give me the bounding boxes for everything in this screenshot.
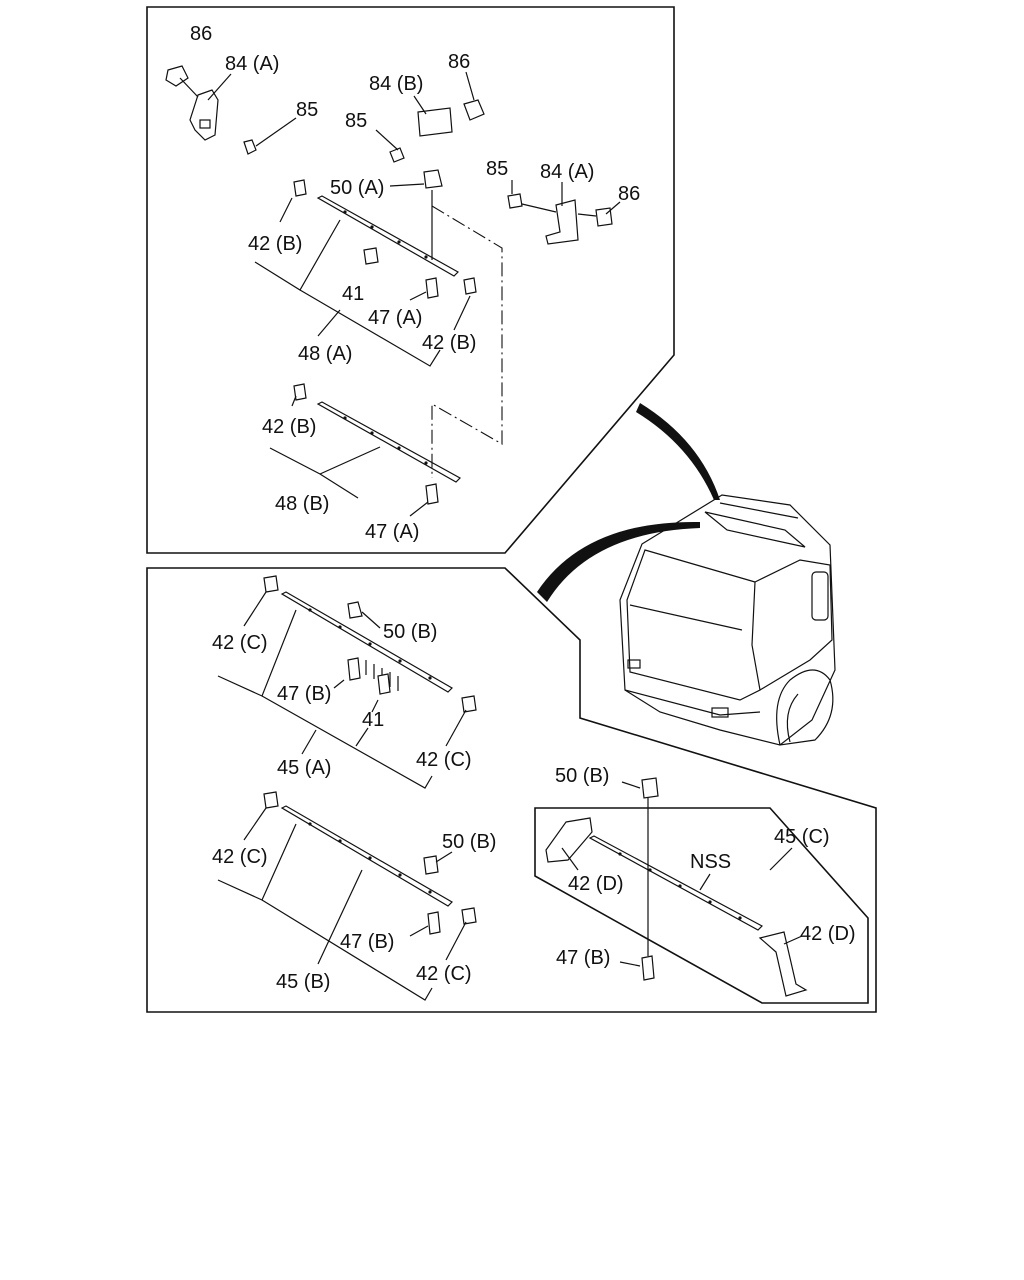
upper-panel-frame: [146, 6, 675, 554]
screw-47a-lower: [425, 483, 439, 505]
label-85-top-left: 85: [296, 99, 318, 121]
label-nss: NSS: [690, 851, 731, 873]
label-84a-right: 84 (A): [540, 161, 594, 183]
lower-panel-frame: [146, 567, 877, 1013]
clip-50b-c: [641, 777, 659, 799]
clip-50a: [423, 169, 443, 189]
bracket-42d-left: [545, 817, 593, 863]
screw-47b-c: [641, 955, 655, 981]
rail-48a: [316, 195, 459, 277]
screw-85-right: [507, 193, 523, 209]
bracket-42d-right: [758, 931, 808, 997]
clip-42c-a-left: [263, 575, 279, 593]
label-42b-lower: 42 (B): [262, 416, 316, 438]
label-42c-b-left: 42 (C): [212, 846, 268, 868]
lower-leader-lines: [217, 591, 803, 1001]
label-45b: 45 (B): [276, 971, 330, 993]
label-47b-a: 47 (B): [277, 683, 331, 705]
label-42d-right: 42 (D): [800, 923, 856, 945]
label-86-right: 86: [618, 183, 640, 205]
label-42d-left: 42 (D): [568, 873, 624, 895]
screw-47b-a: [347, 657, 361, 681]
callout-labels: 86 84 (A) 85 84 (B) 86 85 50 (A) 85 84 (…: [190, 23, 856, 993]
label-50a: 50 (A): [330, 177, 384, 199]
sub-panel-45c-frame: [534, 807, 869, 1004]
clip-50b-a: [347, 601, 363, 619]
label-48a: 48 (A): [298, 343, 352, 365]
label-42b-upper-left: 42 (B): [248, 233, 302, 255]
clip-42c-b-right: [461, 907, 477, 925]
label-47a-upper: 47 (A): [368, 307, 422, 329]
label-42b-upper-right: 42 (B): [422, 332, 476, 354]
label-41-lower: 41: [362, 709, 384, 731]
label-45a: 45 (A): [277, 757, 331, 779]
clip-42b-upper-left: [293, 179, 307, 197]
label-85-top-mid: 85: [345, 110, 367, 132]
truck-cab-illustration: [537, 403, 836, 746]
label-84b: 84 (B): [369, 73, 423, 95]
label-50b-b: 50 (B): [442, 831, 496, 853]
label-84a-top: 84 (A): [225, 53, 279, 75]
clip-42c-a-right: [461, 695, 477, 713]
clip-42b-lower: [293, 383, 307, 401]
clip-50b-b: [423, 855, 439, 875]
bracket-84a-top: [189, 89, 219, 141]
clip-86-top-mid: [463, 99, 485, 121]
bracket-84a-right: [545, 199, 579, 245]
label-47b-c: 47 (B): [556, 947, 610, 969]
screw-85-top-left: [243, 139, 257, 155]
screw-47b-b: [427, 911, 441, 935]
label-47b-b: 47 (B): [340, 931, 394, 953]
nut-41-lower: [377, 673, 391, 695]
label-85-right: 85: [486, 158, 508, 180]
label-50b-c: 50 (B): [555, 765, 609, 787]
nut-41-upper: [363, 247, 379, 265]
rail-45c: [588, 835, 763, 931]
clip-42c-b-left: [263, 791, 279, 809]
bracket-84b: [417, 107, 453, 137]
rail-45b: [280, 805, 453, 907]
screw-85-top-mid: [389, 147, 405, 163]
label-42c-a-right: 42 (C): [416, 749, 472, 771]
clip-42b-upper-right: [463, 277, 477, 295]
label-42c-b-right: 42 (C): [416, 963, 472, 985]
label-86-top-mid: 86: [448, 51, 470, 73]
label-42c-a-left: 42 (C): [212, 632, 268, 654]
label-41-upper: 41: [342, 283, 364, 305]
label-45c: 45 (C): [774, 826, 830, 848]
rail-45a: [280, 591, 453, 693]
label-48b: 48 (B): [275, 493, 329, 515]
label-47a-lower: 47 (A): [365, 521, 419, 543]
screw-47a-upper: [425, 277, 439, 299]
upper-leader-lines: [179, 71, 621, 517]
label-86-top-left: 86: [190, 23, 212, 45]
rail-48b: [316, 401, 461, 483]
label-50b-a: 50 (B): [383, 621, 437, 643]
